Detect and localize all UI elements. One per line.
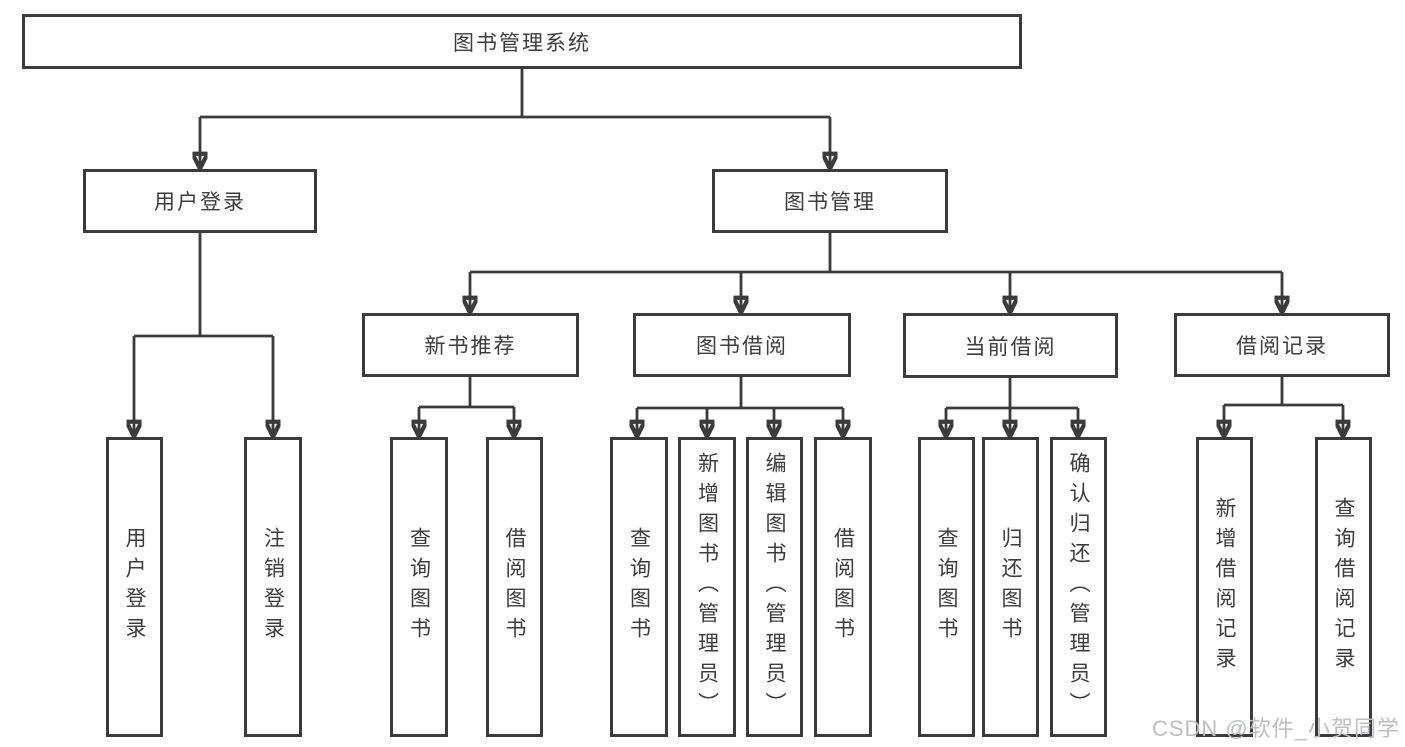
node-bb-borrow-books-label: 借阅图书 — [831, 527, 855, 647]
node-logout: 注销登录 — [244, 437, 302, 737]
node-nb-query-books-label: 查询图书 — [407, 527, 431, 647]
node-bb-borrow-books: 借阅图书 — [814, 437, 872, 737]
node-bb-add-books-admin: 新增图书（管理员） — [678, 437, 736, 737]
node-rec-add-record-label: 新增借阅记录 — [1213, 497, 1236, 677]
node-bb-edit-books-admin-label: 编辑图书（管理员） — [763, 452, 786, 722]
connector-current-borrow-children — [946, 378, 1078, 436]
connector-user-login-children — [134, 233, 273, 436]
connector-book-management-children — [470, 233, 1282, 312]
node-cb-query-books-label: 查询图书 — [935, 527, 958, 647]
node-logout-label: 注销登录 — [261, 527, 285, 647]
csdn-watermark: CSDN @软件_小贺同学 — [1151, 716, 1400, 741]
node-login: 用户登录 — [106, 437, 163, 737]
connector-book-borrow-children — [637, 377, 843, 436]
node-cb-return-books-label: 归还图书 — [999, 527, 1022, 647]
node-nb-borrow-books-label: 借阅图书 — [503, 527, 526, 647]
node-cb-return-books: 归还图书 — [982, 437, 1039, 737]
connector-borrow-records-children — [1224, 377, 1343, 436]
connector-new-book-recommend-children — [419, 377, 514, 436]
node-cb-confirm-return-admin: 确认归还（管理员） — [1050, 437, 1107, 737]
node-rec-query-record: 查询借阅记录 — [1315, 437, 1372, 737]
node-bb-query-books: 查询图书 — [610, 437, 668, 737]
node-rec-query-record-label: 查询借阅记录 — [1332, 497, 1355, 677]
node-login-label: 用户登录 — [123, 527, 146, 647]
node-nb-borrow-books: 借阅图书 — [486, 437, 543, 737]
node-bb-edit-books-admin: 编辑图书（管理员） — [746, 437, 803, 737]
node-user-login: 用户登录 — [83, 169, 317, 233]
node-bb-add-books-admin-label: 新增图书（管理员） — [695, 452, 719, 722]
node-book-borrow: 图书借阅 — [633, 313, 851, 377]
node-cb-confirm-return-admin-label: 确认归还（管理员） — [1067, 452, 1090, 722]
node-nb-query-books: 查询图书 — [390, 437, 448, 737]
node-borrow-records: 借阅记录 — [1174, 313, 1390, 377]
node-new-book-recommend: 新书推荐 — [362, 313, 579, 377]
node-current-borrow: 当前借阅 — [903, 313, 1118, 378]
node-root: 图书管理系统 — [22, 14, 1022, 69]
node-rec-add-record: 新增借阅记录 — [1196, 437, 1253, 737]
node-bb-query-books-label: 查询图书 — [627, 527, 651, 647]
node-book-management: 图书管理 — [712, 169, 948, 233]
connector-root-to-level1 — [200, 69, 830, 168]
node-cb-query-books: 查询图书 — [918, 437, 975, 737]
